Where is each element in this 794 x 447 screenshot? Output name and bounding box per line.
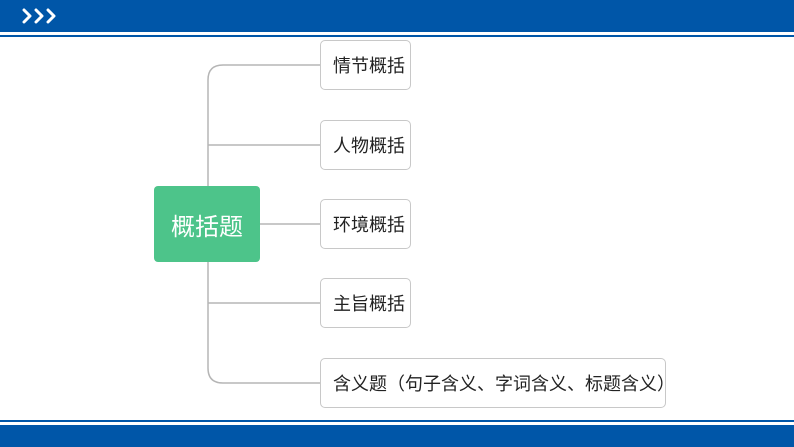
node-label: 人物概括 [333, 136, 405, 157]
connector-0 [207, 64, 320, 81]
mindmap-node-setting-summary: 环境概括 [320, 199, 411, 249]
mindmap-node-theme-summary: 主旨概括 [320, 278, 411, 328]
node-label: 主旨概括 [333, 294, 405, 315]
header-bar [0, 0, 794, 32]
footer-divider [0, 420, 794, 422]
header-divider [0, 35, 794, 37]
root-label: 概括题 [171, 212, 243, 241]
node-label: 情节概括 [333, 56, 405, 77]
triple-chevron-right-icon [22, 8, 56, 24]
node-label: 环境概括 [333, 215, 405, 236]
connector-4 [207, 367, 320, 384]
mindmap-node-meaning-questions: 含义题（句子含义、字词含义、标题含义） [320, 358, 675, 408]
mindmap-node-character-summary: 人物概括 [320, 120, 411, 170]
footer-bar [0, 425, 794, 447]
node-label: 含义题（句子含义、字词含义、标题含义） [333, 374, 675, 395]
mindmap-node-plot-summary: 情节概括 [320, 40, 411, 90]
mindmap-root-node: 概括题 [154, 186, 260, 262]
